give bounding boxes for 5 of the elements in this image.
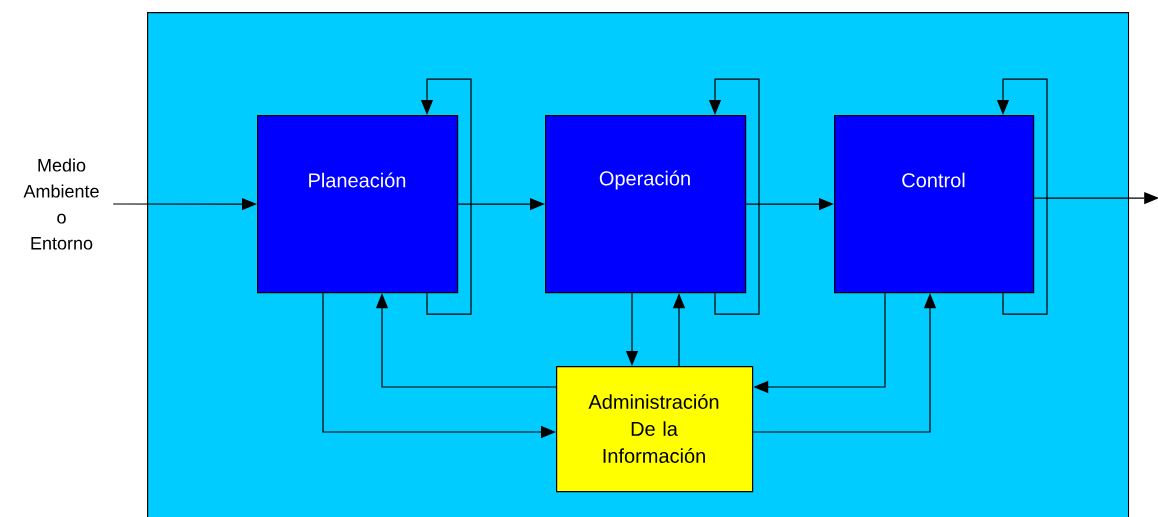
text-label: Medio Ambiente o Entorno [23, 158, 99, 250]
info-box: Administración De la Información [556, 366, 754, 493]
process-box: Control [834, 115, 1035, 294]
process-box: Planeación [257, 115, 459, 294]
process-box: Operación [545, 115, 747, 294]
